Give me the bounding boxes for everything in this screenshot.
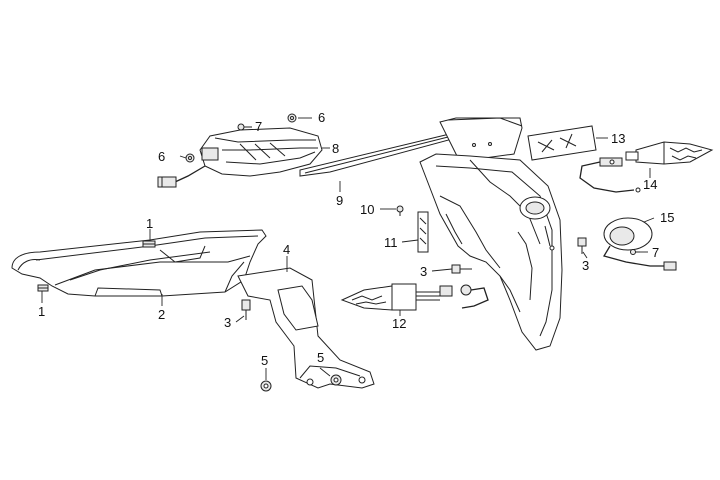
callout-8: 8 <box>332 141 339 156</box>
callout-1-upper: 1 <box>146 216 153 231</box>
leader-lines <box>41 117 655 380</box>
nut-6a <box>287 113 297 123</box>
turn-signal-left-part <box>340 283 489 311</box>
nut-5a <box>260 380 272 392</box>
turn-signal-right-part <box>579 141 714 193</box>
callout-10: 10 <box>360 202 374 217</box>
rear-cowl-part <box>11 229 267 297</box>
callout-12: 12 <box>392 316 406 331</box>
callout-9: 9 <box>336 193 343 208</box>
nut-5b <box>330 374 342 386</box>
tail-light-part <box>157 127 323 188</box>
callout-1-lower: 1 <box>38 304 45 319</box>
clip-upper <box>142 240 156 248</box>
callout-3-center: 3 <box>420 264 427 279</box>
rear-fender-part <box>419 117 563 351</box>
screw-7b <box>630 249 640 255</box>
bolt-3a <box>451 264 472 274</box>
callout-6-top: 6 <box>318 110 325 125</box>
callout-5-left: 5 <box>261 353 268 368</box>
bolt-10 <box>396 205 404 216</box>
callout-3-left: 3 <box>224 315 231 330</box>
stay-bracket-part <box>237 267 375 389</box>
callout-2: 2 <box>158 307 165 322</box>
callout-6-left: 6 <box>158 149 165 164</box>
callout-11: 11 <box>384 235 398 250</box>
callout-4: 4 <box>283 242 290 257</box>
reflector-part <box>527 125 597 161</box>
callout-14: 14 <box>643 177 657 192</box>
bolt-3b <box>577 237 587 254</box>
callout-15: 15 <box>660 210 674 225</box>
callout-3-right: 3 <box>582 258 589 273</box>
bolt-3c <box>241 299 251 320</box>
callout-5-right: 5 <box>317 350 324 365</box>
bracket-11 <box>417 211 429 253</box>
callout-7-right: 7 <box>652 245 659 260</box>
mounting-rail-part <box>299 131 459 177</box>
callout-13: 13 <box>611 131 625 146</box>
nut-6b <box>185 153 195 163</box>
clip-lower <box>37 284 49 292</box>
callout-7-top: 7 <box>255 119 262 134</box>
license-light-part <box>603 217 677 271</box>
